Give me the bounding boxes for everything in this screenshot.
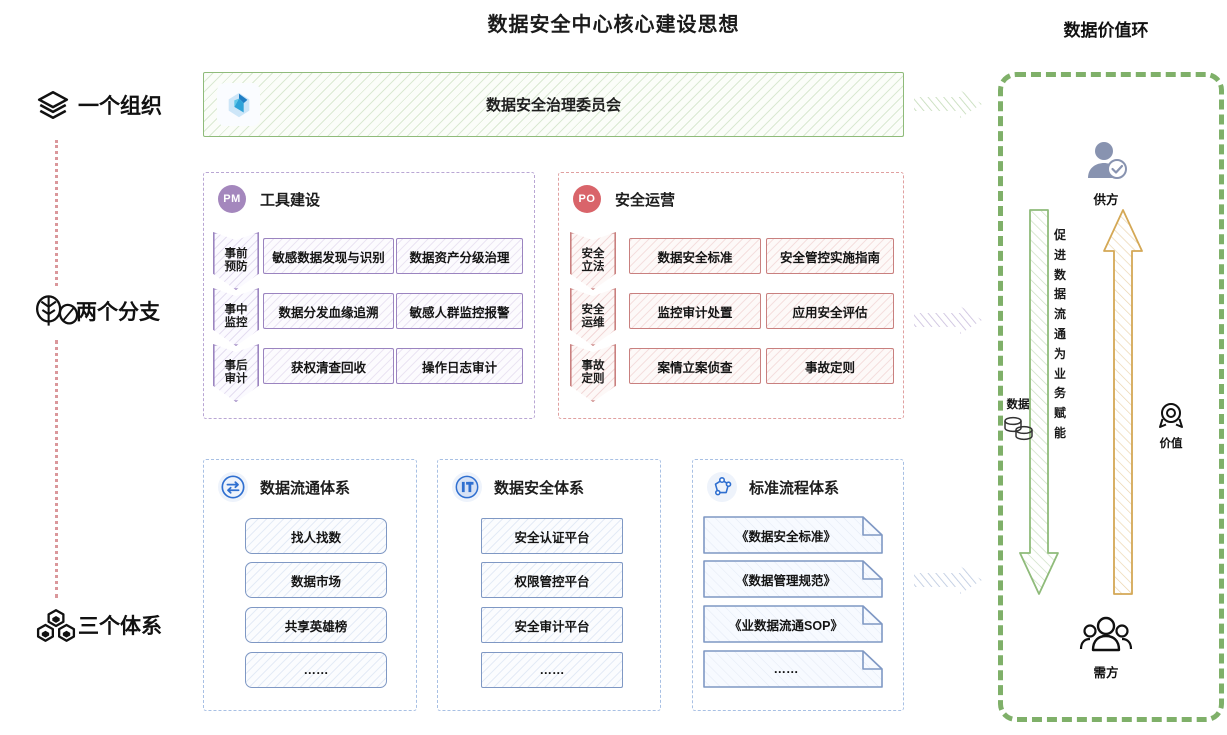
document-card-label: 《业数据流通SOP》 — [729, 618, 843, 633]
list-item[interactable]: 数据市场 — [245, 562, 387, 598]
document-card-label: …… — [773, 662, 799, 676]
system-title-data-circulation: 数据流通体系 — [260, 479, 351, 497]
value-loop-title: 数据价值环 — [1063, 21, 1149, 40]
list-item[interactable]: 权限管控平台 — [481, 562, 623, 598]
branch-panel-tooling: PM 工具建设 — [203, 172, 535, 419]
database-icon — [1001, 416, 1035, 444]
connector-arrow-green — [912, 88, 984, 127]
process-nodes-icon — [707, 472, 737, 502]
rail-label-branches: 两个分支 — [76, 301, 160, 324]
item-box[interactable]: 监控审计处置 — [629, 293, 761, 329]
document-card[interactable]: …… — [703, 650, 883, 688]
tree-branch-icon — [34, 294, 79, 328]
list-item[interactable]: 安全审计平台 — [481, 607, 623, 643]
item-box[interactable]: 数据安全标准 — [629, 238, 761, 274]
document-card[interactable]: 《数据安全标准》 — [703, 516, 883, 554]
list-item[interactable]: 找人找数 — [245, 518, 387, 554]
branch-title-tooling: 工具建设 — [260, 191, 321, 209]
document-card-label: 《数据安全标准》 — [735, 529, 836, 544]
value-flow-up-arrow — [1102, 208, 1144, 603]
rail-dotline-upper — [55, 140, 58, 286]
item-box[interactable]: 数据资产分级治理 — [396, 238, 523, 274]
document-card-label: 《数据管理规范》 — [735, 573, 836, 588]
governance-committee-banner[interactable]: 数据安全治理委员会 — [203, 72, 904, 137]
connector-arrow-purple — [912, 304, 984, 343]
item-box[interactable]: 敏感数据发现与识别 — [263, 238, 394, 274]
diamond-logo-icon — [217, 83, 260, 126]
supplier-label: 供方 — [1093, 193, 1119, 207]
badge-po: PO — [573, 185, 601, 213]
page-title: 数据安全中心核心建设思想 — [487, 14, 740, 36]
branch-panel-operations: PO 安全运营 — [558, 172, 904, 419]
badge-pm: PM — [218, 185, 246, 213]
list-item[interactable]: 安全认证平台 — [481, 518, 623, 554]
value-loop-center-text: 促 进 数 据 流 通 为 业 务 赋 能 — [1053, 228, 1066, 440]
system-panel-standard-process: 标准流程体系 — [692, 459, 904, 711]
rail-item-branches: 两个分支 — [34, 294, 160, 328]
branch-header-tooling: PM 工具建设 — [218, 185, 320, 213]
document-card[interactable]: 《业数据流通SOP》 — [703, 605, 883, 643]
document-card[interactable]: 《数据管理规范》 — [703, 560, 883, 598]
rail-item-organization: 一个组织 — [36, 88, 162, 122]
branch-title-operations: 安全运营 — [615, 191, 676, 209]
item-box[interactable]: 获权清查回收 — [263, 348, 394, 384]
item-box[interactable]: 案情立案侦查 — [629, 348, 761, 384]
item-box[interactable]: 应用安全评估 — [766, 293, 894, 329]
system-panel-data-circulation: 数据流通体系 — [203, 459, 417, 711]
demander-node: 需方 — [998, 615, 1214, 681]
item-box[interactable]: 操作日志审计 — [396, 348, 523, 384]
rail-label-systems: 三个体系 — [78, 615, 162, 638]
data-side-label: 数据 — [994, 396, 1042, 444]
rail-label-organization: 一个组织 — [78, 95, 162, 118]
data-flow-down-arrow — [1018, 208, 1060, 603]
item-box[interactable]: 事故定则 — [766, 348, 894, 384]
demander-label: 需方 — [1093, 666, 1119, 680]
list-item[interactable]: …… — [245, 652, 387, 688]
value-label-text: 价值 — [1159, 438, 1183, 450]
user-verified-icon — [1080, 142, 1132, 186]
system-header-data-security: 数据安全体系 — [452, 472, 584, 502]
system-panel-data-security: 数据安全体系 — [437, 459, 661, 711]
value-side-label: 价值 — [1146, 400, 1196, 451]
supplier-node: 供方 — [998, 140, 1214, 208]
system-title-data-security: 数据安全体系 — [494, 479, 585, 497]
item-box[interactable]: 敏感人群监控报警 — [396, 293, 523, 329]
medal-icon — [1155, 403, 1187, 435]
list-item[interactable]: 共享英雄榜 — [245, 607, 387, 643]
system-title-standard-process: 标准流程体系 — [749, 479, 840, 497]
item-box[interactable]: 数据分发血缘追溯 — [263, 293, 394, 329]
hexagons-icon — [36, 608, 76, 642]
banner-label: 数据安全治理委员会 — [485, 97, 621, 114]
system-header-standard-process: 标准流程体系 — [707, 472, 839, 502]
value-loop-container — [998, 72, 1224, 722]
it-shield-icon — [452, 472, 482, 502]
branch-header-operations: PO 安全运营 — [573, 185, 675, 213]
data-label-text: 数据 — [1006, 399, 1030, 411]
connector-arrow-blue — [912, 564, 984, 603]
item-box[interactable]: 安全管控实施指南 — [766, 238, 894, 274]
step-chevron-in-monitor: 事中监控 — [213, 288, 259, 346]
rail-item-systems: 三个体系 — [36, 608, 162, 642]
user-group-icon — [1079, 616, 1133, 659]
system-header-data-circulation: 数据流通体系 — [218, 472, 350, 502]
list-item[interactable]: …… — [481, 652, 623, 688]
layers-icon — [36, 88, 70, 122]
exchange-arrows-icon — [218, 472, 248, 502]
rail-dotline-lower — [55, 340, 58, 598]
